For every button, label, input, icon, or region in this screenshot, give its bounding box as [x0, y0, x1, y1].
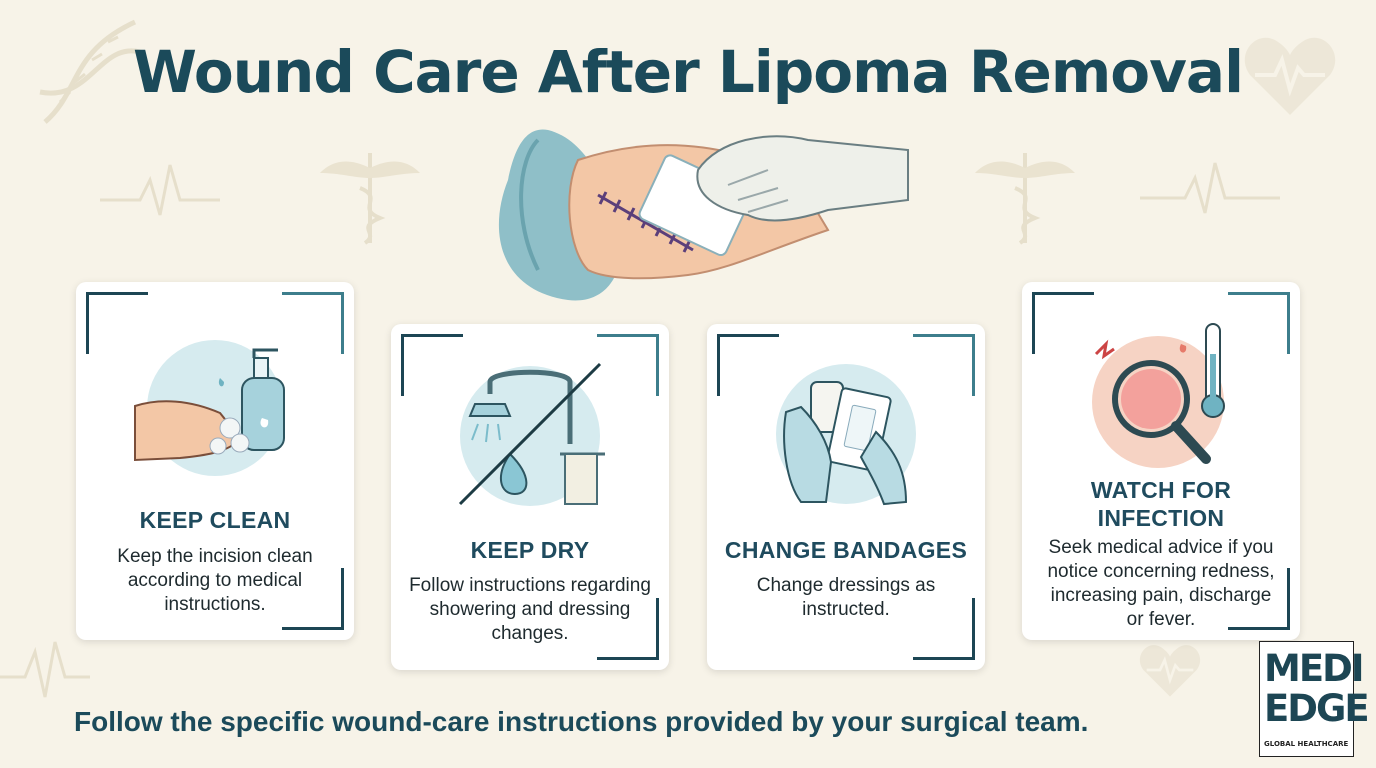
heart-pulse-icon — [1139, 645, 1201, 697]
pulse-line-icon — [100, 164, 220, 216]
page-title: Wound Care After Lipoma Removal — [133, 38, 1244, 106]
heart-pulse-icon — [1244, 37, 1336, 115]
card-heading: KEEP CLEAN — [139, 507, 291, 533]
card-text: Follow instructions regarding showering … — [409, 575, 651, 644]
no-shower-icon — [458, 362, 605, 506]
caduceus-icon — [320, 153, 420, 245]
card-heading: WATCH FOR — [1090, 477, 1232, 503]
card-text: Keep the incision clean according to med… — [117, 546, 313, 615]
card-heading: INFECTION — [1097, 505, 1225, 531]
logo-line: MEDI — [1264, 647, 1365, 690]
brand-logo: MEDI EDGE GLOBAL HEALTHCARE — [1259, 641, 1370, 757]
bandage-change-icon — [776, 364, 916, 506]
card-heading: KEEP DRY — [470, 537, 590, 563]
hand-washing-icon — [134, 340, 285, 476]
card-heading: CHANGE BANDAGES — [724, 537, 968, 563]
card-keep-clean: KEEP CLEAN Keep the incision clean accor… — [76, 282, 354, 640]
dna-icon — [39, 19, 141, 124]
infection-magnifier-icon — [1092, 323, 1225, 468]
pulse-line-icon — [1140, 162, 1280, 214]
logo-line: EDGE — [1264, 687, 1370, 730]
card-keep-dry: KEEP DRY Follow instructions regarding s… — [391, 324, 669, 670]
logo-tagline: GLOBAL HEALTHCARE — [1264, 740, 1349, 748]
arm-dressing-illustration — [498, 129, 909, 301]
pulse-line-icon — [0, 641, 90, 698]
card-text: Seek medical advice if you notice concer… — [1047, 537, 1275, 630]
caduceus-icon — [975, 153, 1075, 245]
card-change-bandages: CHANGE BANDAGES Change dressings as inst… — [707, 324, 985, 670]
card-text: Change dressings as instructed. — [756, 575, 936, 620]
footer-note: Follow the specific wound-care instructi… — [74, 706, 1089, 737]
card-watch-for-infection: WATCH FOR INFECTION Seek medical advice … — [1022, 282, 1300, 640]
